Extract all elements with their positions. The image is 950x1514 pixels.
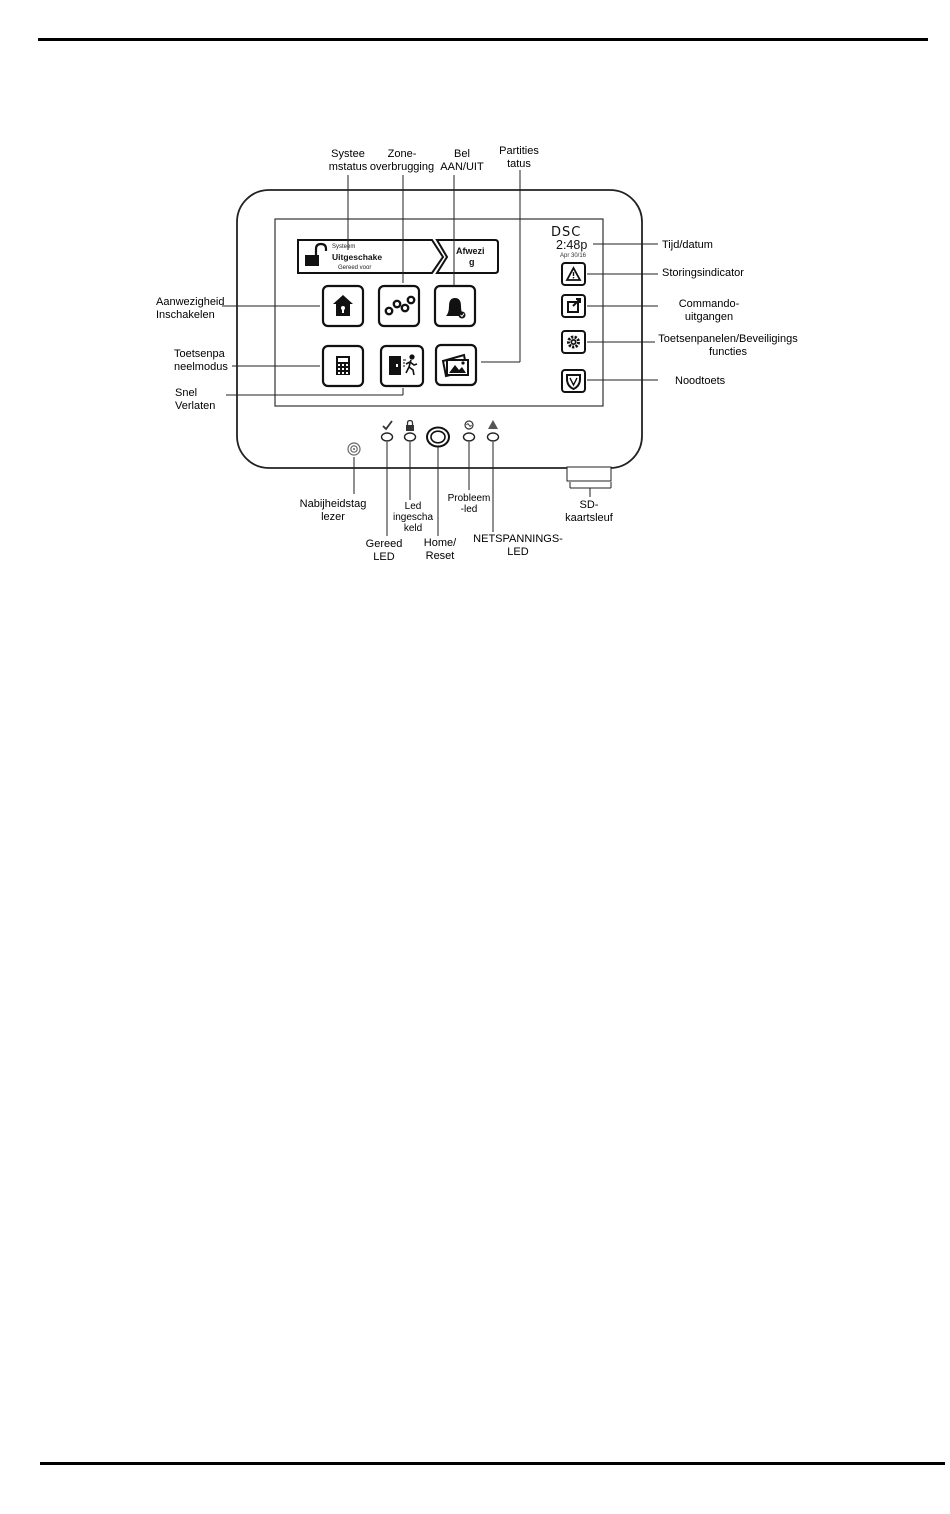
ready-led — [380, 432, 394, 442]
ac-power-led — [486, 432, 500, 442]
banner-right-2: g — [469, 257, 475, 267]
label-trouble-indicator: Storingsindicator — [662, 267, 744, 279]
banner-right-1: Afwezi — [456, 246, 485, 256]
pictures-icon — [441, 353, 469, 378]
label-command-outputs: Commando-uitgangen — [678, 298, 740, 323]
command-output-button — [561, 294, 586, 318]
callout-lines — [222, 170, 658, 536]
functions-button — [561, 330, 586, 354]
proximity-tag-reader — [347, 442, 361, 456]
bell-icon — [446, 298, 464, 316]
partition-status-button — [434, 343, 478, 387]
quick-exit-button — [379, 344, 425, 388]
zone-bypass-button — [377, 284, 421, 328]
label-sd-slot: SD-kaartsleuf — [565, 499, 613, 524]
gear-icon — [567, 335, 580, 349]
bottom-rule — [40, 1462, 945, 1465]
banner-small-bottom: Gereed voor — [338, 265, 371, 271]
running-person-icon — [403, 354, 418, 376]
ac-power-icon — [464, 420, 474, 430]
label-trouble-led: Probleem-led — [447, 493, 491, 515]
output-icon — [567, 301, 579, 313]
status-banner — [297, 239, 445, 274]
sd-card-slot — [566, 466, 612, 482]
label-zone-bypass: Zone-overbrugging — [369, 148, 435, 173]
chain-link-icon — [384, 295, 416, 316]
label-ac-power-led: NETSPANNINGS-LED — [473, 533, 563, 558]
trouble-button — [561, 262, 586, 286]
unlock-icon — [305, 242, 328, 266]
shield-icon — [566, 374, 581, 391]
emergency-button — [561, 369, 586, 393]
keypad-mode-button — [321, 344, 365, 388]
door-icon — [389, 356, 401, 375]
triangle-icon — [488, 420, 498, 429]
status-banner-right — [435, 239, 499, 274]
label-emergency: Noodtoets — [675, 375, 726, 387]
trouble-led — [462, 432, 476, 442]
top-rule — [38, 38, 928, 41]
label-home-reset: Home/Reset — [423, 537, 457, 562]
banner-small-top: Systeem — [332, 244, 355, 250]
clock-date: Apr 30/16 — [560, 253, 587, 259]
dsc-logo: DSC — [551, 225, 581, 240]
label-time-date: Tijd/datum — [662, 239, 713, 251]
stay-arm-button — [321, 284, 365, 328]
armed-led — [403, 432, 417, 442]
lock-icon — [406, 419, 414, 431]
warning-icon — [565, 266, 582, 281]
home-icon — [333, 295, 353, 316]
chime-button — [433, 284, 477, 328]
banner-main: Uitgeschake — [332, 252, 382, 262]
checkmark-icon — [382, 420, 393, 431]
clock-time: 2:48p — [556, 238, 587, 252]
home-reset-button — [426, 426, 450, 448]
